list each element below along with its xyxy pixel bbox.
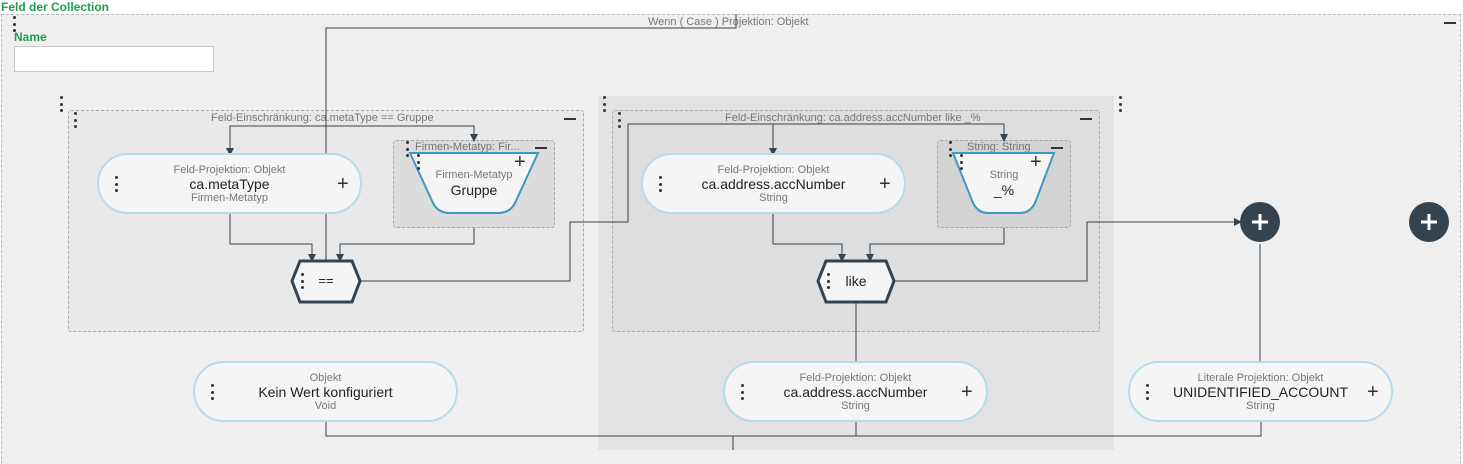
case-menu-icon[interactable] <box>11 16 17 32</box>
literal-percent-value: _% <box>993 182 1015 198</box>
literal-gruppe-menu-icon[interactable] <box>415 154 421 170</box>
group-metatype-collapse-icon[interactable] <box>564 118 576 120</box>
result-void-subtitle: Objekt <box>309 372 342 384</box>
result-accnumber-field: ca.address.accNumber <box>783 384 928 400</box>
projection-metatype-add-icon[interactable]: + <box>337 173 349 195</box>
group-metatype-caption: Feld-Einschränkung: ca.metaType == Grupp… <box>211 112 434 124</box>
connector-lines <box>226 14 1262 450</box>
group-accnumber-caption: Feld-Einschränkung: ca.address.accNumber… <box>725 112 981 124</box>
operator-like-menu-icon[interactable] <box>825 273 831 289</box>
case-caption: Wenn ( Case ) Projektion: Objekt <box>648 16 809 28</box>
circle-plus-icon <box>1252 214 1268 230</box>
condition-right-slot-menu-icon[interactable] <box>601 96 607 112</box>
projection-node-accnumber[interactable]: Feld-Projektion: Objekt ca.address.accNu… <box>641 153 906 214</box>
name-label: Name <box>14 30 47 44</box>
circle-plus-icon <box>1421 214 1437 230</box>
result-void-type: Void <box>314 400 337 412</box>
result-literal-value: UNIDENTIFIED_ACCOUNT <box>1172 384 1348 400</box>
group-accnumber-collapse-icon[interactable] <box>1080 118 1092 120</box>
projection-metatype-menu-icon[interactable] <box>113 176 119 192</box>
add-condition-button[interactable] <box>1240 202 1280 242</box>
condition-left-slot-menu-icon[interactable] <box>58 96 64 112</box>
condition-add-slot-menu-icon[interactable] <box>1117 96 1123 112</box>
projection-accnumber-subtitle: Feld-Projektion: Objekt <box>717 164 830 176</box>
result-void-menu-icon[interactable] <box>209 384 215 400</box>
projection-accnumber-field: ca.address.accNumber <box>701 176 846 192</box>
literal-gruppe-type: Firmen-Metatyp <box>435 169 513 181</box>
literal-string-menu-icon[interactable] <box>947 141 953 157</box>
result-accnumber-type: String <box>841 400 870 412</box>
result-node-void[interactable]: Objekt Kein Wert konfiguriert Void <box>193 361 458 422</box>
name-input[interactable] <box>14 46 214 72</box>
group-metatype-menu-icon[interactable] <box>72 112 78 128</box>
literal-gruppe-shape <box>408 152 540 214</box>
literal-string-caption: String: String <box>967 141 1031 153</box>
literal-gruppe-value: Gruppe <box>450 182 498 198</box>
result-accnumber-menu-icon[interactable] <box>739 384 745 400</box>
projection-accnumber-add-icon[interactable]: + <box>879 173 891 195</box>
projection-metatype-field: ca.metaType <box>189 176 270 192</box>
literal-gruppe-add-icon[interactable]: + <box>514 151 526 173</box>
result-node-literal[interactable]: Literale Projektion: Objekt UNIDENTIFIED… <box>1128 361 1393 422</box>
result-literal-menu-icon[interactable] <box>1144 384 1150 400</box>
group-accnumber-menu-icon[interactable] <box>616 112 622 128</box>
result-void-value: Kein Wert konfiguriert <box>258 384 393 400</box>
section-title: Feld der Collection <box>1 0 110 14</box>
result-accnumber-subtitle: Feld-Projektion: Objekt <box>799 372 912 384</box>
projection-accnumber-type: String <box>759 192 788 204</box>
result-literal-add-icon[interactable]: + <box>1367 381 1379 403</box>
literal-percent-type: String <box>989 169 1019 181</box>
result-accnumber-add-icon[interactable]: + <box>961 381 973 403</box>
literal-percent-menu-icon[interactable] <box>958 154 964 170</box>
operator-equals[interactable]: == <box>318 273 334 288</box>
projection-metatype-subtitle: Feld-Projektion: Objekt <box>173 164 286 176</box>
literal-metatype-caption: Firmen-Metatyp: Fir... <box>415 141 520 153</box>
literal-percent-add-icon[interactable]: + <box>1030 151 1042 173</box>
result-node-accnumber[interactable]: Feld-Projektion: Objekt ca.address.accNu… <box>723 361 988 422</box>
literal-metatype-menu-icon[interactable] <box>404 141 410 157</box>
projection-node-metatype[interactable]: Feld-Projektion: Objekt ca.metaType Firm… <box>97 153 362 214</box>
literal-string-collapse-icon[interactable] <box>1051 147 1063 149</box>
operator-like-shape <box>816 259 896 304</box>
projection-metatype-type: Firmen-Metatyp <box>190 192 269 204</box>
result-literal-type: String <box>1246 400 1275 412</box>
add-case-button[interactable] <box>1409 202 1449 242</box>
projection-accnumber-menu-icon[interactable] <box>657 176 663 192</box>
operator-equals-menu-icon[interactable] <box>299 273 305 289</box>
operator-equals-shape <box>290 259 362 304</box>
result-literal-subtitle: Literale Projektion: Objekt <box>1197 372 1324 384</box>
case-collapse-icon[interactable] <box>1444 22 1456 24</box>
literal-metatype-collapse-icon[interactable] <box>535 147 547 149</box>
operator-like[interactable]: like <box>845 273 867 289</box>
literal-percent-shape <box>951 152 1056 214</box>
